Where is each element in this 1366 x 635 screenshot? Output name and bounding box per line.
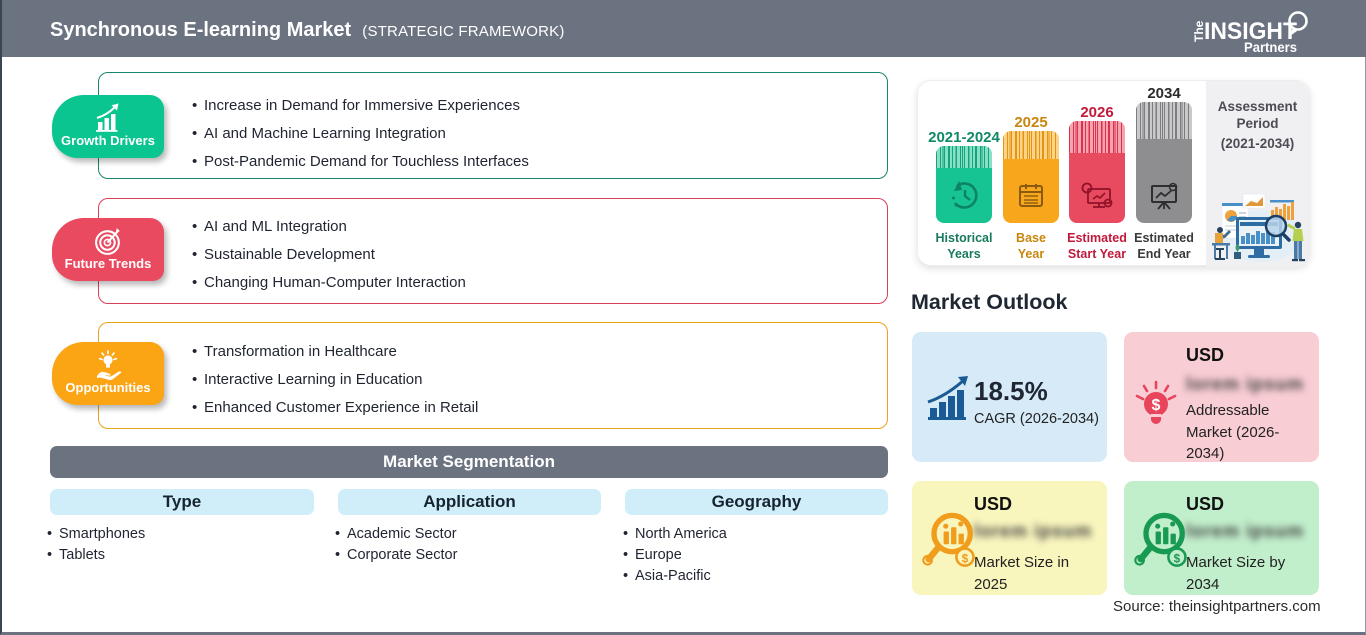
svg-text:Partners: Partners — [1244, 39, 1297, 54]
svg-text:$: $ — [1152, 397, 1161, 414]
svg-text:INSIGHT: INSIGHT — [1204, 18, 1297, 45]
svg-text:The: The — [1192, 20, 1206, 42]
svg-text:$: $ — [962, 552, 969, 565]
svg-text:$: $ — [1174, 552, 1181, 565]
